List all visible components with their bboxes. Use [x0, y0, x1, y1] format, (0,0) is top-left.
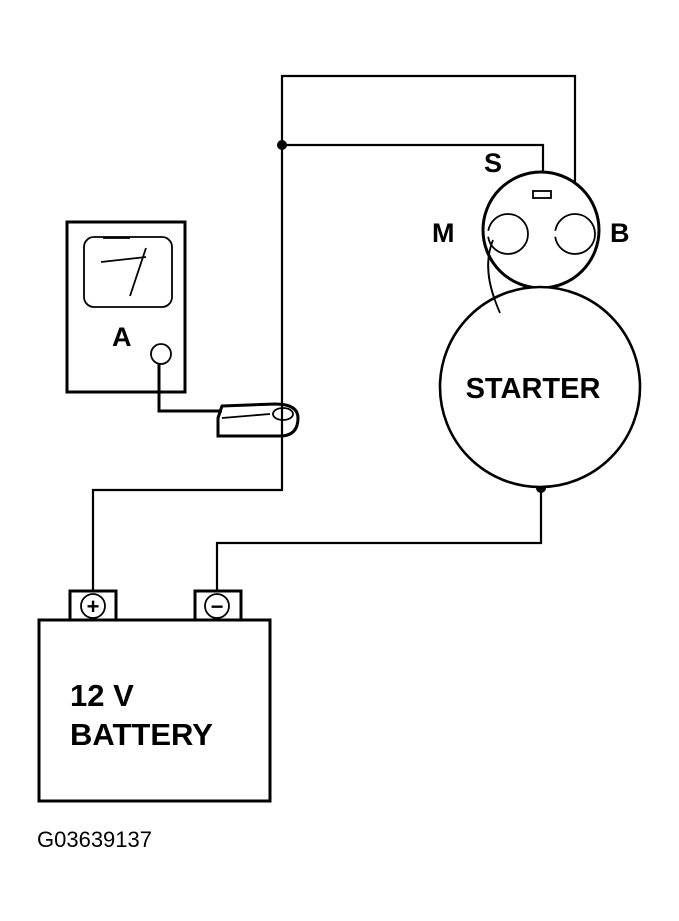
- ammeter-display: [83, 236, 173, 308]
- m-terminal: [487, 213, 529, 255]
- wire-starter-ground-to-battery-negative: [215, 486, 543, 594]
- wire-junction-to-b-terminal: [280, 74, 577, 230]
- solenoid-body: [481, 170, 601, 290]
- starter-label: STARTER: [466, 373, 601, 405]
- ammeter: A: [65, 220, 300, 438]
- starter-motor: STARTER: [438, 285, 642, 489]
- ammeter-scale-mark: [100, 256, 147, 263]
- ammeter-needle: [129, 247, 147, 297]
- battery: + − 12 V BATTERY: [37, 589, 272, 803]
- battery-voltage-label: 12 V: [70, 678, 134, 713]
- positive-terminal-icon: [80, 593, 106, 619]
- b-terminal-label: B: [610, 218, 630, 248]
- negative-terminal-icon: [204, 593, 230, 619]
- figure-code: G03639137: [37, 827, 152, 852]
- ammeter-label: A: [112, 322, 132, 352]
- wire-m-overlay: [487, 239, 501, 314]
- ammeter-terminal: [150, 343, 172, 365]
- s-terminal-tab: [532, 190, 552, 199]
- starter-solenoid: S M B: [432, 148, 630, 290]
- battery-body: [37, 618, 272, 803]
- ammeter-probe-lead: [157, 364, 222, 413]
- inductive-clamp-icon: [216, 402, 300, 438]
- wire-junction-to-battery-positive: [91, 143, 284, 594]
- s-terminal-label: S: [484, 148, 502, 178]
- b-terminal: [554, 213, 596, 255]
- negative-symbol: −: [211, 594, 224, 619]
- positive-symbol: +: [87, 594, 100, 619]
- m-terminal-label: M: [432, 218, 455, 248]
- junction-dot: [277, 140, 287, 150]
- wire-junction-to-s-terminal: [280, 143, 545, 192]
- battery-label: BATTERY: [70, 717, 213, 752]
- starter-body: [438, 285, 642, 489]
